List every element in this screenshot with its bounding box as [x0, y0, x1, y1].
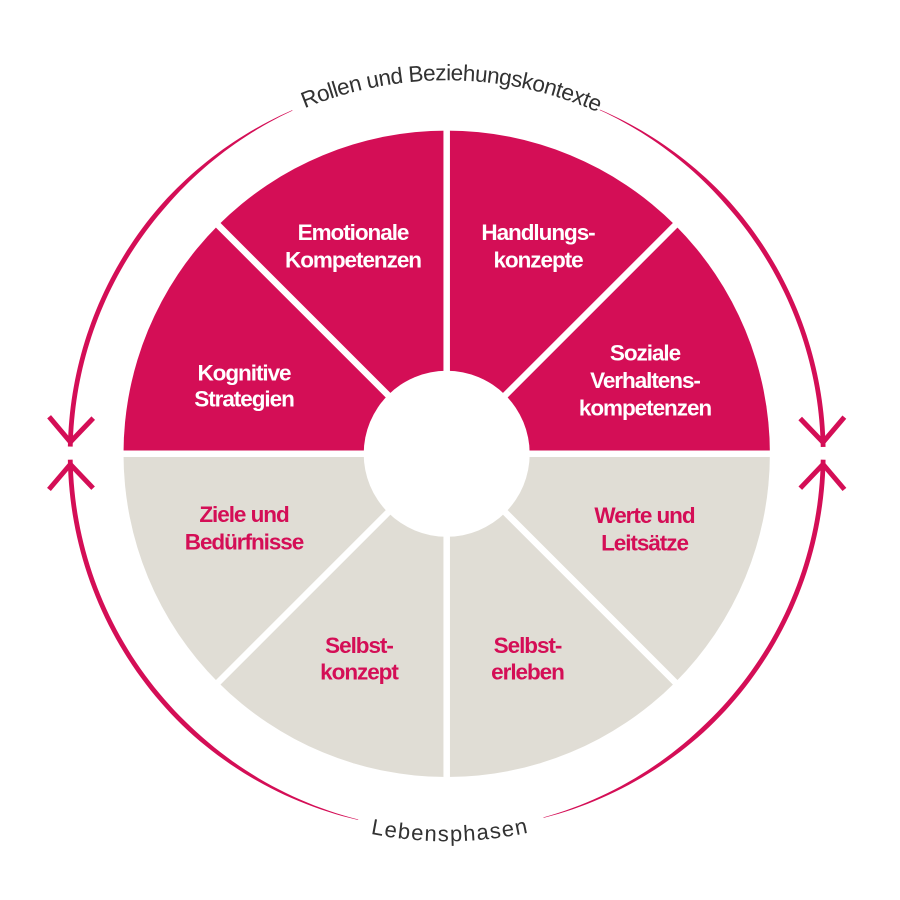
svg-text:Selbst-konzept: Selbst-konzept: [320, 633, 399, 685]
svg-text:Selbst-erleben: Selbst-erleben: [491, 633, 564, 685]
svg-text:Handlungs-konzepte: Handlungs-konzepte: [481, 220, 595, 273]
